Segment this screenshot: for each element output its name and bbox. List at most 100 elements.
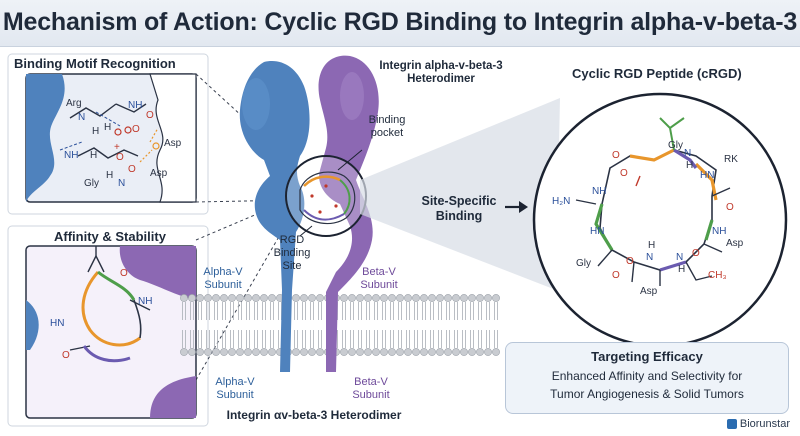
alpha-upper-line1: Alpha-V [203,266,243,278]
lipid-tail [294,330,298,348]
motif-atom-n-lower: N [118,178,126,189]
lipid-tail [238,302,242,320]
motif-atom-asp-lower: Asp [150,168,168,179]
lipid-head [260,348,268,356]
lipid-tail [382,330,386,348]
lipid-head [468,294,476,302]
lipid-head [420,348,428,356]
lipid-head [444,294,452,302]
lipid-tail [422,302,426,320]
lipid-head [204,294,212,302]
motif-atom-h4: H [106,170,114,181]
site-binding-arrow [505,201,528,213]
lipid-head [292,294,300,302]
lipid-head [196,294,204,302]
lipid-tail [494,330,498,348]
lipid-tail [390,330,394,348]
lipid-head [404,294,412,302]
lipid-head [444,348,452,356]
crgd-atom-asp-bottom: Asp [640,286,658,297]
lipid-tail [198,302,202,320]
crgd-heading: Cyclic RGD Peptide (cRGD) [572,66,742,81]
efficacy-line1: Enhanced Affinity and Selectivity for [551,369,743,383]
affinity-heading: Affinity & Stability [54,229,166,244]
lipid-head [460,348,468,356]
lipid-head [452,348,460,356]
motif-atom-nh-lower: NH [64,150,79,161]
lipid-head [428,294,436,302]
crgd-atom-o-1: O [620,168,628,179]
lipid-head [460,294,468,302]
lipid-tail [230,302,234,320]
lipid-head [204,348,212,356]
motif-atom-h3: H [90,150,98,161]
crgd-atom-ch3: CH₃ [708,270,727,281]
affinity-atom-nh: NH [138,296,153,307]
affinity-atom-o-lower: O [62,350,70,361]
lipid-head [340,348,348,356]
lipid-tail [454,330,458,348]
beta-upper-line1: Beta-V [362,266,396,278]
lipid-tail [222,330,226,348]
affinity-atom-hn: HN [50,318,65,329]
integrin-heading-line2: Heterodimer [407,73,475,85]
lipid-head [220,294,228,302]
binding-pocket-highlight [285,155,367,237]
lipid-tail [406,330,410,348]
lipid-tail [270,330,274,348]
lipid-head [196,348,204,356]
lipid-head [212,294,220,302]
lipid-head [292,348,300,356]
crgd-atom-h-top: H [686,160,694,171]
beta-upper-line2: Subunit [360,279,398,291]
lipid-head [244,294,252,302]
crgd-atom-o-6: O [612,150,620,161]
lipid-head [452,294,460,302]
lipid-head [300,348,308,356]
alpha-upper-line2: Subunit [204,279,242,291]
binding-pocket-line2: pocket [370,127,404,139]
site-callout-line [299,225,313,237]
lipid-head [252,294,260,302]
lipid-head [476,294,484,302]
lipid-head [388,294,396,302]
lipid-tail [398,302,402,320]
lipid-head [436,294,444,302]
lipid-tail [478,330,482,348]
lipid-tail [254,330,258,348]
lipid-tail [246,330,250,348]
crgd-atom-n-bottom2: N [676,252,684,263]
lipid-tail [462,302,466,320]
lipid-head [364,348,372,356]
crgd-atom-rk: RK [724,154,738,165]
rgd-site-line2: Binding [273,247,311,259]
lipid-tail [366,302,370,320]
lipid-tail [310,302,314,320]
integrin-heading: Integrin alpha-v-beta-3 Heterodimer [366,60,516,86]
lipid-tail [190,302,194,320]
lipid-tail [198,330,202,348]
lipid-tail [478,302,482,320]
lipid-tail [190,330,194,348]
crgd-atom-o-2: O [726,202,734,213]
rgd-site-line1: RGD [279,234,305,246]
crgd-atom-h2n: H₂N [552,196,571,207]
motif-atom-h2: H [104,122,112,133]
crgd-atom-asp-right: Asp [726,238,744,249]
crgd-atom-n-bottom: N [646,252,654,263]
crgd-atom-h-bottom: H [648,240,656,251]
title-bar: Mechanism of Action: Cyclic RGD Binding … [0,0,800,47]
brand-logo: Biorunstar [726,418,790,430]
lipid-head [380,348,388,356]
alpha-v-subunit [239,61,310,372]
lipid-head [388,348,396,356]
lipid-tail [470,302,474,320]
lipid-head [220,348,228,356]
beta-subunit-lower-label: Beta-V Subunit [336,376,406,402]
lipid-head [356,294,364,302]
crgd-atom-nh-left: NH [592,186,607,197]
lipid-head [380,294,388,302]
lipid-head [484,294,492,302]
crgd-atom-o-3: O [626,256,634,267]
lipid-head [404,348,412,356]
